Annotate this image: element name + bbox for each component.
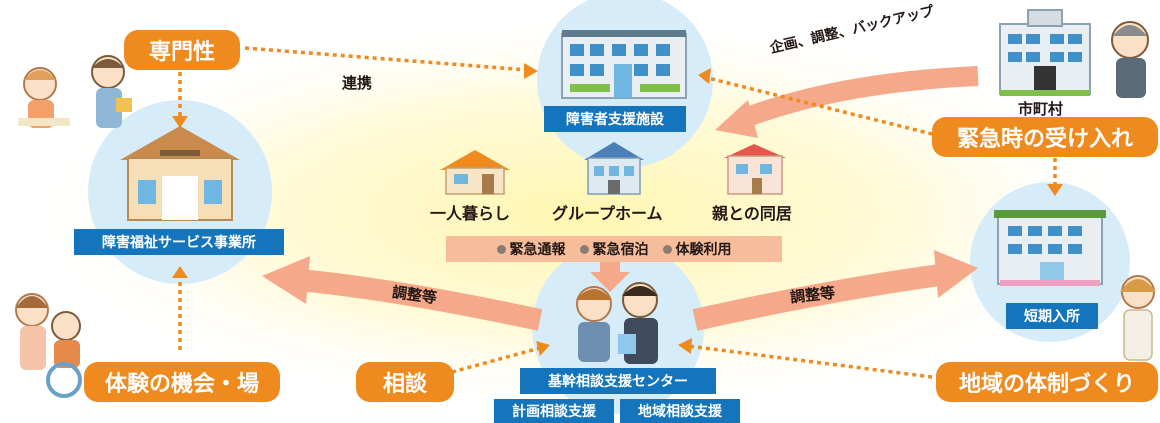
arrow-to-office [298, 269, 543, 331]
wheelchair-illustration [15, 293, 82, 398]
consultants-illustration [576, 282, 658, 364]
service-item: 緊急宿泊 [579, 239, 649, 259]
arrow-to-facility-head [715, 100, 758, 138]
cooperation-label: 連携 [342, 74, 373, 92]
dotted-arrowheads [172, 63, 1063, 356]
short-stay-building-icon [994, 210, 1106, 286]
consultation-label: 相談 [356, 362, 454, 402]
office-building-icon [120, 126, 240, 221]
experience-opportunity-label: 体験の機会・場 [84, 362, 280, 402]
regional-consultation-label: 地域相談支援 [620, 399, 740, 423]
dotted-connectors [178, 46, 1057, 380]
service-item: 体験利用 [662, 239, 732, 259]
service-emergency-call: 緊急通報 [509, 242, 566, 258]
group-home-label: グループホーム [552, 204, 663, 223]
core-consultation-center-label: 基幹相談支援センター [520, 368, 716, 394]
facility-building-icon [561, 30, 687, 99]
service-emergency-stay: 緊急宿泊 [592, 242, 649, 258]
community-system-label: 地域の体制づくり [936, 362, 1158, 402]
bullet-icon [579, 244, 589, 254]
arrow-to-office-head [262, 256, 310, 304]
living-with-parents-label: 親との同居 [712, 204, 792, 223]
arrow-down-head [590, 272, 630, 292]
arrow-to-short-stay-head [934, 250, 978, 298]
service-item: 緊急通報 [496, 239, 566, 259]
municipality-building-icon [999, 9, 1091, 96]
welfare-service-office-label: 障害福祉サービス事業所 [74, 229, 284, 255]
specialists-illustration [18, 55, 132, 128]
arrow-to-facility [741, 66, 979, 128]
services-bar: 緊急通報 緊急宿泊 体験利用 [446, 236, 782, 262]
emergency-acceptance-label: 緊急時の受け入れ [932, 117, 1158, 157]
expertise-label: 専門性 [124, 30, 240, 70]
living-alone-label: 一人暮らし [430, 204, 511, 223]
official-person-icon [1111, 21, 1149, 98]
service-trial-use: 体験利用 [675, 242, 732, 258]
bullet-icon [662, 244, 672, 254]
house-living-alone-icon [440, 150, 510, 195]
municipality-label: 市町村 [1018, 100, 1064, 118]
staff-woman-icon [1120, 275, 1156, 361]
house-with-parents-icon [724, 144, 786, 195]
arrow-to-short-stay [692, 264, 942, 331]
house-group-home-icon [584, 142, 644, 195]
plan-consultation-label: 計画相談支援 [494, 399, 614, 423]
disability-support-facility-label: 障害者支援施設 [544, 106, 686, 132]
bullet-icon [496, 244, 506, 254]
short-term-stay-label: 短期入所 [1006, 303, 1098, 329]
